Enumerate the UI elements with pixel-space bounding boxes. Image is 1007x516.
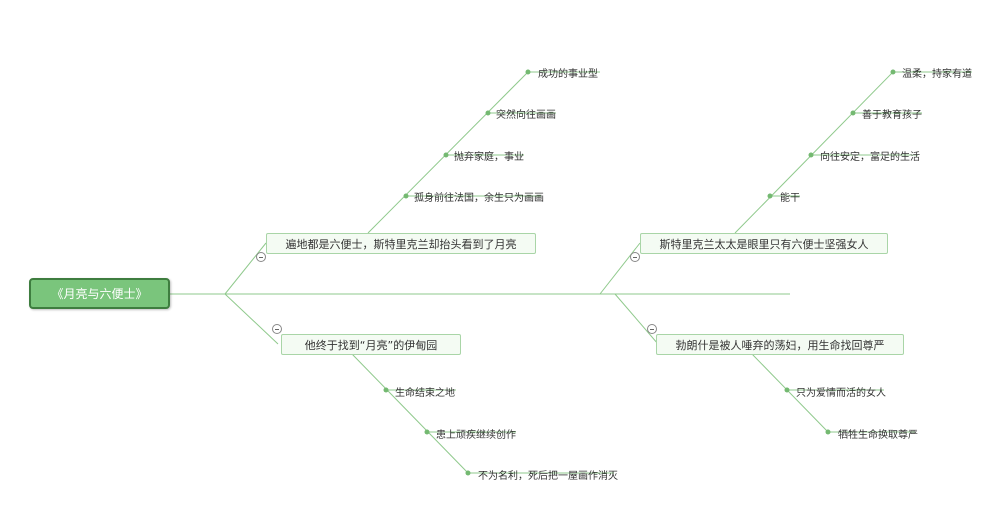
collapse-toggle-icon[interactable]: [272, 324, 282, 334]
leaf-dot-0-2: [443, 152, 449, 158]
leaf-dot-1-0: [383, 387, 389, 393]
leaf-dot-0-3: [403, 193, 409, 199]
leaf-1-0[interactable]: 生命结束之地: [395, 388, 455, 399]
leaf-0-2[interactable]: 抛弃家庭，事业: [454, 152, 524, 163]
connector-branch-3: [614, 293, 659, 345]
branch-node-0[interactable]: 遍地都是六便士，斯特里克兰却抬头看到了月亮: [266, 233, 536, 254]
leaf-1-2[interactable]: 不为名利，死后把一屋画作消灭: [478, 471, 618, 482]
branch-label-2: 斯特里克兰太太是眼里只有六便士坚强女人: [659, 237, 869, 251]
leaf-3-0[interactable]: 只为爱情而活的女人: [796, 388, 886, 399]
branch-node-3[interactable]: 勃朗什是被人唾弃的荡妇，用生命找回尊严: [656, 334, 904, 355]
collapse-toggle-icon[interactable]: [630, 252, 640, 262]
leaf-2-1[interactable]: 善于教育孩子: [862, 110, 922, 121]
leaf-0-1[interactable]: 突然向往画画: [496, 110, 556, 121]
connector-branch-0: [224, 242, 267, 295]
branch-label-1: 他终于找到“月亮”的伊甸园: [304, 338, 438, 352]
branch-label-0: 遍地都是六便士，斯特里克兰却抬头看到了月亮: [285, 237, 517, 251]
leaf-dot-3-0: [784, 387, 790, 393]
connector-branch-2: [599, 242, 641, 295]
leaf-dot-2-0: [890, 69, 896, 75]
leaf-dot-2-3: [767, 193, 773, 199]
stem-branch-1: [351, 353, 469, 474]
leaf-dot-1-1: [424, 429, 430, 435]
connector-branch-1: [224, 293, 279, 345]
leaf-dot-2-2: [808, 152, 814, 158]
leaf-dot-3-1: [825, 429, 831, 435]
leaf-3-1[interactable]: 牺牲生命换取尊严: [838, 430, 918, 441]
branch-node-1[interactable]: 他终于找到“月亮”的伊甸园: [281, 334, 461, 355]
branch-label-3: 勃朗什是被人唾弃的荡妇，用生命找回尊严: [675, 338, 885, 352]
stem-branch-2: [734, 71, 894, 234]
root-label: 《月亮与六便士》: [51, 287, 148, 301]
collapse-toggle-icon[interactable]: [647, 324, 657, 334]
root-node[interactable]: 《月亮与六便士》: [29, 278, 170, 309]
branch-node-2[interactable]: 斯特里克兰太太是眼里只有六便士坚强女人: [640, 233, 888, 254]
leaf-2-2[interactable]: 向往安定，富足的生活: [820, 152, 920, 163]
stem-branch-0: [367, 71, 529, 234]
leaf-dot-2-1: [850, 110, 856, 116]
leaf-2-0[interactable]: 温柔，持家有道: [902, 69, 972, 80]
leaf-dot-0-1: [485, 110, 491, 116]
collapse-toggle-icon[interactable]: [256, 252, 266, 262]
leaf-dot-0-0: [525, 69, 531, 75]
leaf-2-3[interactable]: 能干: [780, 193, 800, 204]
leaf-dot-1-2: [465, 470, 471, 476]
leaf-0-0[interactable]: 成功的事业型: [538, 69, 598, 80]
stem-branch-3: [751, 353, 829, 433]
leaf-0-3[interactable]: 孤身前往法国，余生只为画画: [414, 193, 544, 204]
leaf-1-1[interactable]: 患上顽疾继续创作: [436, 430, 516, 441]
